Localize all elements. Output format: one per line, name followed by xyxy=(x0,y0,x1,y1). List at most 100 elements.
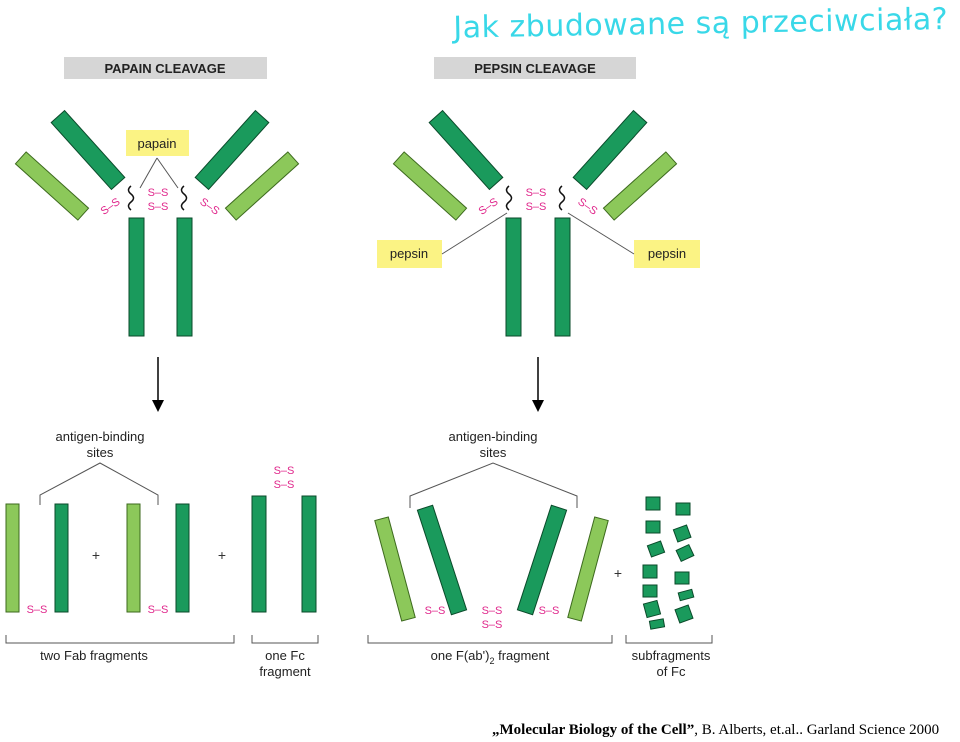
fab2-heavy-chain xyxy=(175,503,190,613)
subfragment xyxy=(675,543,695,563)
pepsin-pointer-right xyxy=(567,212,635,255)
fab2-heavy-chain-right xyxy=(516,504,568,616)
pepsin-binding-sites-line2: sites xyxy=(480,445,507,460)
intact-antibody-papain: S–S S–S S–S S–S xyxy=(14,109,300,337)
hinge-right xyxy=(558,185,566,211)
disulfide-hinge-2: S–S xyxy=(148,201,169,213)
fab-caption-bracket xyxy=(5,635,235,644)
fab2-fragment: S–S S–S S–S S–S xyxy=(374,504,609,631)
papain-binding-sites-line1: antigen-binding xyxy=(56,429,145,444)
fab2-disulfide-hinge-2: S–S xyxy=(482,619,503,631)
hinge-left xyxy=(505,185,513,211)
papain-header-box xyxy=(64,57,267,79)
fab2-disulfide-hinge-1: S–S xyxy=(482,605,503,617)
fc-fragment: S–S S–S xyxy=(251,465,317,613)
disulfide-hinge-1: S–S xyxy=(148,187,169,199)
subfragment xyxy=(672,524,692,543)
pepsin-header: PEPSIN CLEAVAGE xyxy=(474,61,596,76)
fc-disulfide-2: S–S xyxy=(274,479,295,491)
fab2-heavy-chain-left xyxy=(416,504,468,616)
subfragment xyxy=(645,520,661,534)
fc-chain-right xyxy=(176,217,193,337)
heavy-chain-arm-left xyxy=(50,109,126,191)
subfragment xyxy=(645,496,661,511)
fc-caption-line2: fragment xyxy=(259,664,311,679)
heavy-chain-arm-right xyxy=(194,109,270,191)
pepsin-enzyme-label-right: pepsin xyxy=(648,246,686,261)
subfragment xyxy=(642,564,658,579)
citation-rest: , B. Alberts, et.al.. Garland Science 20… xyxy=(694,722,940,738)
sub-caption-line1: subfragments xyxy=(632,648,711,663)
papain-panel: PAPAIN CLEAVAGE papain S–S S–S S–S S–S xyxy=(5,57,319,679)
fc-chain-2 xyxy=(301,495,317,613)
plus-sign-2: + xyxy=(218,547,226,563)
papain-enzyme-box xyxy=(126,130,189,156)
subfragment xyxy=(642,599,662,619)
fab1-heavy-chain xyxy=(54,503,69,613)
fab-fragment-1: S–S xyxy=(5,503,69,616)
subfragment xyxy=(674,571,690,585)
subfragment xyxy=(648,618,666,630)
disulfide-hinge-2: S–S xyxy=(526,201,547,213)
subfragment xyxy=(646,540,666,558)
light-chain-left xyxy=(392,151,468,221)
fab-fragment-2: S–S xyxy=(126,503,190,616)
pepsin-panel: PEPSIN CLEAVAGE S–S S–S S–S S–S pepsin xyxy=(367,57,713,679)
fab2-disulfide: S–S xyxy=(148,604,169,616)
pepsin-binding-sites-line1: antigen-binding xyxy=(449,429,538,444)
light-chain-right xyxy=(602,151,678,221)
fc-chain-left xyxy=(128,217,145,337)
fc-subfragments xyxy=(642,496,695,630)
pepsin-enzyme-box-right xyxy=(634,240,700,268)
subfragment xyxy=(675,502,691,516)
pepsin-pointer-left xyxy=(441,212,508,255)
light-chain-left xyxy=(14,151,90,221)
disulfide-hinge-1: S–S xyxy=(526,187,547,199)
fc-caption-bracket xyxy=(251,635,319,644)
hinge-left xyxy=(127,185,135,211)
fab1-light-chain xyxy=(5,503,20,613)
disulfide-light-left: S–S xyxy=(99,196,123,218)
heavy-chain-arm-right xyxy=(572,109,648,191)
fab2-disulfide-right: S–S xyxy=(539,605,560,617)
fab2-light-chain xyxy=(126,503,141,613)
plus-sign-3: + xyxy=(614,565,622,581)
subfragment xyxy=(642,584,658,598)
pepsin-enzyme-box-left xyxy=(377,240,442,268)
papain-pointer-right xyxy=(156,157,179,189)
subfragment xyxy=(674,604,694,624)
fab2-light-chain-left xyxy=(374,516,416,622)
fab1-disulfide: S–S xyxy=(27,604,48,616)
intact-antibody-pepsin: S–S S–S S–S S–S xyxy=(392,109,678,337)
disulfide-light-right: S–S xyxy=(197,196,221,218)
pepsin-binding-bracket xyxy=(409,462,578,508)
citation-title: „Molecular Biology of the Cell” xyxy=(492,722,695,738)
light-chain-right xyxy=(224,151,300,221)
pepsin-header-box xyxy=(434,57,636,79)
sub-caption-line2: of Fc xyxy=(657,664,686,679)
fab-caption: two Fab fragments xyxy=(40,648,148,663)
papain-enzyme-label: papain xyxy=(137,136,176,151)
citation: „Molecular Biology of the Cell”, B. Albe… xyxy=(492,722,939,739)
papain-binding-bracket xyxy=(39,462,159,505)
fab2-disulfide-left: S–S xyxy=(425,605,446,617)
sub-caption-bracket xyxy=(625,635,713,644)
fc-chain-1 xyxy=(251,495,267,613)
disulfide-light-left: S–S xyxy=(477,196,501,218)
papain-header: PAPAIN CLEAVAGE xyxy=(104,61,225,76)
fc-chain-right xyxy=(554,217,571,337)
papain-pointer-left xyxy=(139,157,158,189)
disulfide-light-right: S–S xyxy=(575,196,599,218)
fc-chain-left xyxy=(505,217,522,337)
papain-binding-sites-line2: sites xyxy=(87,445,114,460)
pepsin-enzyme-label-left: pepsin xyxy=(390,246,428,261)
subfragment xyxy=(677,588,695,602)
fab2-caption-bracket xyxy=(367,635,613,644)
fc-disulfide-1: S–S xyxy=(274,465,295,477)
fab2-caption: one F(ab')2 fragment xyxy=(431,648,550,666)
plus-sign-1: + xyxy=(92,547,100,563)
fc-caption-line1: one Fc xyxy=(265,648,305,663)
heavy-chain-arm-left xyxy=(428,109,504,191)
